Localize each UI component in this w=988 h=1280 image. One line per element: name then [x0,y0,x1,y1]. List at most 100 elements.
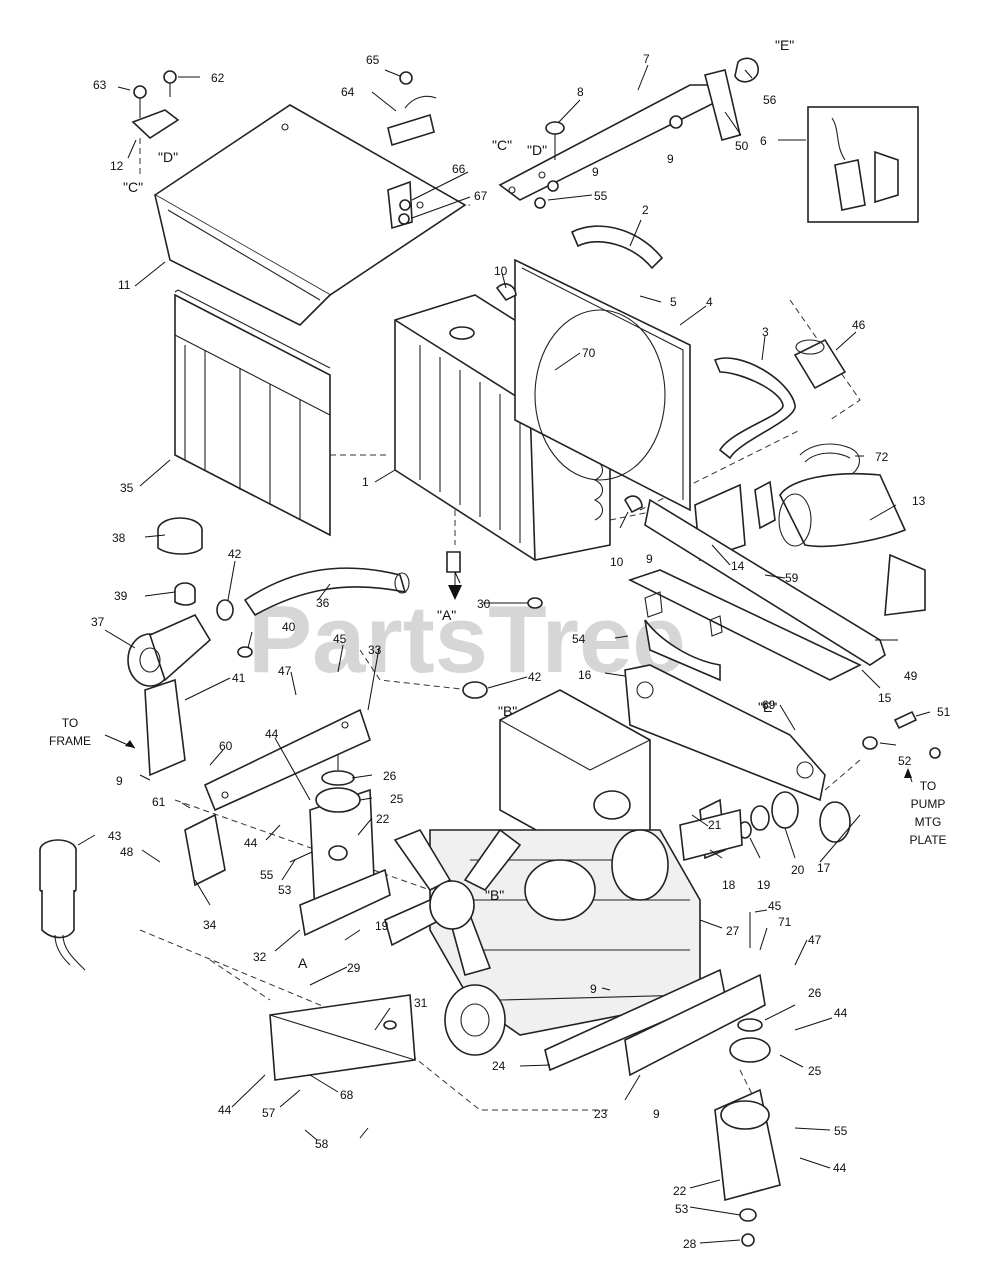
fan-shroud [514,258,691,512]
ref-d-top: "D" [158,149,178,165]
ref-a-low: A [298,955,308,971]
callout-14: 14 [731,559,745,573]
callout-29: 29 [347,961,361,975]
callout-55c: 55 [834,1124,848,1138]
callout-33: 33 [368,643,382,657]
air-cleaner-bracket [144,678,186,777]
callout-68: 68 [340,1088,354,1102]
note-to-pump-line1: TO [920,779,936,793]
callout-25b: 25 [808,1064,822,1078]
note-to-pump-line3: MTG [915,815,942,829]
callout-23: 23 [594,1107,608,1121]
junction-box [184,813,226,887]
callout-1: 1 [362,475,369,489]
callout-55a: 55 [594,189,608,203]
engine [429,689,743,1056]
ref-e-top: "E" [775,37,794,53]
callout-55b: 55 [260,868,274,882]
callout-44d: 44 [218,1103,232,1117]
callout-7: 7 [643,52,650,66]
callout-30: 30 [477,597,491,611]
callout-45a: 45 [333,632,347,646]
shroud-cover [153,104,467,326]
reference-marks: "C" "D" "C" "D" "E" "A" "B" "E" "B" A [123,37,794,971]
watermark: PartsTree [248,586,686,693]
callout-52: 52 [898,754,912,768]
callout-59: 59 [785,571,799,585]
callout-18: 18 [722,878,736,892]
upper-hose [570,225,664,270]
callout-11: 11 [118,278,131,292]
callout-6: 6 [760,134,767,148]
callout-65: 65 [366,53,380,67]
callout-35: 35 [120,481,134,495]
callout-9f: 9 [653,1107,660,1121]
callout-64: 64 [341,85,355,99]
callout-9a: 9 [667,152,674,166]
callout-26a: 26 [383,769,397,783]
callout-39: 39 [114,589,128,603]
note-to-frame-line2: FRAME [49,734,91,748]
callout-13: 13 [912,494,926,508]
ref-a-mid: "A" [437,607,456,623]
callout-51: 51 [937,705,951,719]
muffler [778,472,926,616]
engine-mount-frame [627,498,886,682]
callout-4: 4 [706,295,713,309]
callout-9c: 9 [646,552,653,566]
ref-b-engine: "B" [485,887,504,903]
note-to-pump-mtg-plate: TO PUMP MTG PLATE [904,768,947,847]
fan [384,828,522,976]
brace-bracket [704,57,759,141]
note-to-pump-line4: PLATE [909,833,946,847]
callout-36: 36 [316,596,330,610]
callout-12: 12 [110,159,124,173]
callout-21: 21 [708,818,722,832]
callout-41: 41 [232,671,246,685]
callout-44a: 44 [265,727,279,741]
callout-50: 50 [735,139,749,153]
intake-clamps [216,599,488,699]
callout-42b: 42 [528,670,542,684]
mount-rail-31 [269,994,416,1081]
brace-hardware [534,115,683,209]
callout-17: 17 [817,861,831,875]
callout-49: 49 [904,669,918,683]
callout-28: 28 [683,1237,697,1251]
callout-54: 54 [572,632,586,646]
callout-34: 34 [203,918,217,932]
callout-38: 38 [112,531,126,545]
callout-47a: 47 [278,664,292,678]
callout-63: 63 [93,78,107,92]
callout-67: 67 [474,189,488,203]
callout-25a: 25 [390,792,404,806]
coolant-bottle-inset [807,106,919,223]
pump-plate [624,664,826,802]
callout-69: 69 [762,698,776,712]
ref-d-brace: "D" [527,142,547,158]
callout-48: 48 [120,845,134,859]
callout-57: 57 [262,1106,276,1120]
note-to-frame-line1: TO [62,716,78,730]
clamp [387,71,437,147]
ref-c-top: "C" [123,179,143,195]
callout-44b: 44 [244,836,258,850]
callout-53a: 53 [278,883,292,897]
callout-10b: 10 [610,555,624,569]
callout-32: 32 [253,950,267,964]
callout-47b: 47 [808,933,822,947]
callout-10a: 10 [494,264,508,278]
hood-fasteners [387,180,413,230]
callout-9b: 9 [592,165,599,179]
note-to-frame: TO FRAME [49,716,136,749]
callout-2: 2 [642,203,649,217]
mount-rail-32 [299,868,391,937]
callout-44c: 44 [834,1006,848,1020]
callout-37: 37 [91,615,105,629]
callout-27: 27 [726,924,740,938]
callout-22b: 22 [673,1184,687,1198]
frame-bolt [862,710,941,759]
leader-lines [77,64,931,1244]
air-cleaner [127,613,212,687]
callout-53b: 53 [675,1202,689,1216]
